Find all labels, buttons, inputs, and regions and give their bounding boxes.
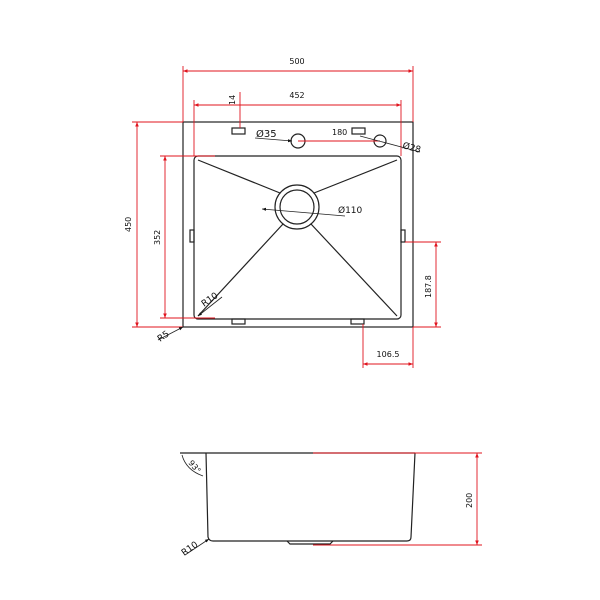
dim-overall-width: 500 xyxy=(289,57,304,66)
dim-second-hole: Ø28 xyxy=(401,140,422,155)
dim-drain-offset-x: 106.5 xyxy=(377,350,400,359)
dim-bottom-radius: R10 xyxy=(180,540,200,559)
side-dimension-lines xyxy=(313,452,482,546)
dim-tap-offset: 14 xyxy=(228,95,237,105)
dim-height: 200 xyxy=(465,493,474,508)
slope-lines xyxy=(197,159,398,317)
drain-outer xyxy=(274,184,320,230)
dimension-lines xyxy=(132,66,441,368)
dim-angle: 93° xyxy=(186,459,202,476)
dim-inner-width: 452 xyxy=(289,91,304,100)
drain-bump xyxy=(286,540,334,545)
side-view: 93° 200 R10 xyxy=(180,452,482,559)
bowl-profile xyxy=(205,452,416,542)
mounting-tabs xyxy=(189,127,406,325)
dim-inner-depth: 352 xyxy=(153,230,162,245)
angle-arc xyxy=(181,454,204,477)
inner-bowl xyxy=(193,155,402,320)
top-view: 500 452 14 Ø35 180 Ø28 Ø110 450 352 187.… xyxy=(124,57,441,368)
leader-lines xyxy=(157,135,421,341)
dim-drain-offset-y: 187.8 xyxy=(424,275,433,298)
dim-tap-hole: Ø35 xyxy=(256,128,277,140)
outer-rim xyxy=(182,121,414,328)
dim-drain: Ø110 xyxy=(338,205,363,216)
dim-hole-spacing: 180 xyxy=(332,128,347,137)
dim-overall-depth: 450 xyxy=(124,217,133,232)
drain-inner xyxy=(279,189,315,225)
dim-outer-radius: R5 xyxy=(156,329,172,344)
